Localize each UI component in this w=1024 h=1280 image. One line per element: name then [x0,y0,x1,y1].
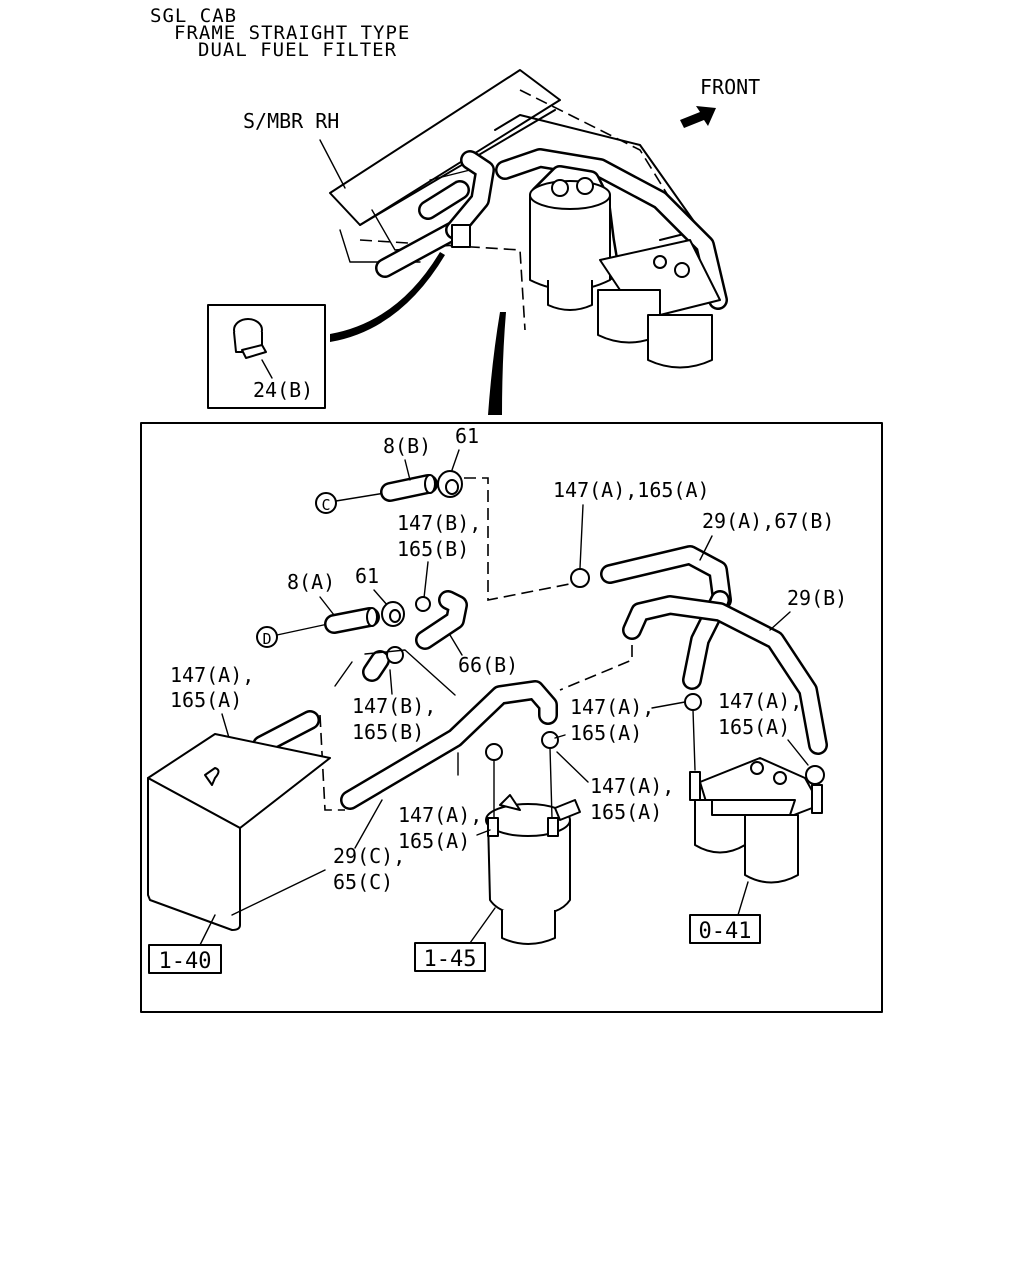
marker-c [315,492,337,514]
callout-147a-center: 147(A), [570,695,654,719]
clip-label: 24(B) [253,378,313,402]
callout-147a-left: 147(A), [170,663,254,687]
marker-c-text: C [321,496,330,514]
callout-147a-right: 147(A), [718,689,802,713]
callout-165a-lower: 165(A) [398,829,470,853]
callout-147a-lower: 147(A), [398,803,482,827]
callout-8a: 8(A) [287,570,335,594]
marker-d-text: D [262,630,271,648]
fuel-filter-dual [689,757,823,884]
ref-filter-single: 1-45 [424,947,477,972]
callout-61-mid: 61 [355,564,379,588]
callout-29c: 29(C), [333,844,405,868]
callout-147b-lower: 147(B), [352,694,436,718]
callout-165b-upper: 165(B) [397,537,469,561]
callout-29a: 29(A),67(B) [702,509,834,533]
fuel-filter-single [485,794,581,945]
callout-61-top: 61 [455,424,479,448]
callout-147b-upper: 147(B), [397,511,481,535]
callout-66b: 66(B) [458,653,518,677]
callout-165b-lower: 165(B) [352,720,424,744]
clip-detail-inset [207,304,326,409]
fuel-tank [147,733,331,931]
detail-frame [140,422,883,1013]
callout-165a-center: 165(A) [570,721,642,745]
ref-filter-dual: 0-41 [699,919,752,944]
callout-8b: 8(B) [383,434,431,458]
callout-165a-right: 165(A) [718,715,790,739]
callout-165a-bottom: 165(A) [590,800,662,824]
marker-d [256,626,278,648]
callout-65c: 65(C) [333,870,393,894]
callout-clamp-top-right: 147(A),165(A) [553,478,710,502]
header-line-1: SGL CAB [150,5,237,27]
callout-165a-left: 165(A) [170,688,242,712]
front-arrow-icon [680,106,716,128]
header-line-2: FRAME STRAIGHT TYPE [174,22,410,44]
clip-24b-icon [233,318,267,359]
frame-overview: S/MBR RH FRONT [243,69,760,369]
front-label: FRONT [700,75,760,99]
header-line-3: DUAL FUEL FILTER [198,39,397,61]
ref-tank: 1-40 [159,949,212,974]
frame-label: S/MBR RH [243,109,339,133]
callout-147a-bottom: 147(A), [590,774,674,798]
callout-29b: 29(B) [787,586,847,610]
